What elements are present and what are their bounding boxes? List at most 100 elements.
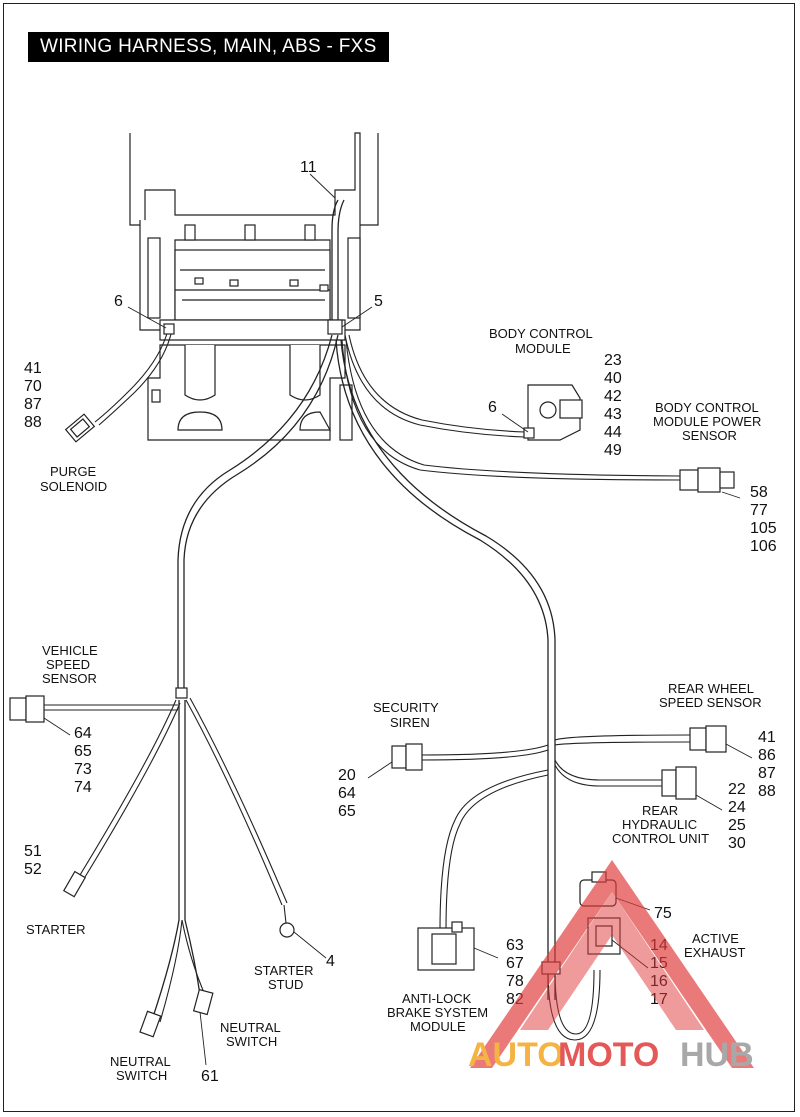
callout-bcm-clip-6: 6 bbox=[488, 399, 497, 416]
svg-text:PURGE: PURGE bbox=[50, 464, 97, 479]
svg-text:106: 106 bbox=[750, 538, 777, 555]
svg-text:40: 40 bbox=[604, 370, 622, 387]
svg-text:49: 49 bbox=[604, 442, 622, 459]
starter-stud-number: 4 bbox=[326, 953, 335, 970]
svg-text:87: 87 bbox=[24, 396, 42, 413]
svg-text:MODULE: MODULE bbox=[410, 1019, 466, 1034]
rear-wheel-speed-sensor-label: REAR WHEEL SPEED SENSOR bbox=[659, 681, 762, 710]
svg-text:BODY CONTROL: BODY CONTROL bbox=[655, 400, 759, 415]
svg-text:65: 65 bbox=[74, 743, 92, 760]
callout-clip-5: 5 bbox=[374, 293, 383, 310]
svg-text:VEHICLE: VEHICLE bbox=[42, 643, 98, 658]
svg-text:67: 67 bbox=[506, 955, 524, 972]
svg-text:HYDRAULIC: HYDRAULIC bbox=[622, 817, 697, 832]
purge-solenoid-label: PURGE SOLENOID bbox=[40, 464, 107, 494]
svg-text:SWITCH: SWITCH bbox=[116, 1068, 167, 1083]
svg-text:88: 88 bbox=[24, 414, 42, 431]
svg-text:74: 74 bbox=[74, 779, 92, 796]
svg-text:23: 23 bbox=[604, 352, 622, 369]
clip-right-5 bbox=[327, 319, 343, 335]
watermark-auto: AUTO bbox=[468, 1036, 564, 1074]
bcm-numbers: 23 40 42 43 44 49 bbox=[604, 352, 622, 459]
svg-text:41: 41 bbox=[24, 360, 42, 377]
abs-module-label: ANTI-LOCK BRAKE SYSTEM MODULE bbox=[387, 991, 488, 1034]
vehicle-speed-sensor-label: VEHICLE SPEED SENSOR bbox=[42, 643, 98, 686]
svg-text:25: 25 bbox=[728, 817, 746, 834]
svg-text:ACTIVE: ACTIVE bbox=[692, 931, 739, 946]
svg-text:24: 24 bbox=[728, 799, 746, 816]
svg-text:NEUTRAL: NEUTRAL bbox=[110, 1054, 171, 1069]
purge-numbers: 41 70 87 88 bbox=[24, 360, 42, 431]
exhaust-top-number: 75 bbox=[654, 905, 672, 922]
starter-stud-label: STARTER STUD bbox=[254, 963, 313, 992]
harness-wires bbox=[42, 199, 691, 1041]
starter-numbers: 51 52 bbox=[24, 843, 42, 878]
svg-text:20: 20 bbox=[338, 767, 356, 784]
neutral-switch-terminal-left bbox=[139, 1010, 162, 1038]
callout-clip-6: 6 bbox=[114, 293, 123, 310]
svg-text:64: 64 bbox=[338, 785, 356, 802]
neutral-switch-number: 61 bbox=[201, 1068, 219, 1085]
svg-text:78: 78 bbox=[506, 973, 524, 990]
svg-text:73: 73 bbox=[74, 761, 92, 778]
vehicle-speed-sensor-connector bbox=[9, 695, 45, 723]
svg-text:SOLENOID: SOLENOID bbox=[40, 479, 107, 494]
svg-text:52: 52 bbox=[24, 861, 42, 878]
neutral-switch-right-label: NEUTRAL SWITCH bbox=[220, 1020, 281, 1049]
body-control-module-label: BODY CONTROL MODULE bbox=[489, 326, 593, 356]
security-siren-label: SECURITY SIREN bbox=[373, 700, 439, 730]
svg-text:51: 51 bbox=[24, 843, 42, 860]
svg-text:SECURITY: SECURITY bbox=[373, 700, 439, 715]
svg-text:MODULE POWER: MODULE POWER bbox=[653, 414, 761, 429]
rear-hcu-connector bbox=[661, 766, 697, 800]
svg-text:22: 22 bbox=[728, 781, 746, 798]
bcm-power-sensor-label: BODY CONTROL MODULE POWER SENSOR bbox=[653, 400, 761, 443]
svg-text:42: 42 bbox=[604, 388, 622, 405]
svg-text:63: 63 bbox=[506, 937, 524, 954]
rear-wheel-sensor-connector bbox=[689, 725, 727, 753]
svg-text:70: 70 bbox=[24, 378, 42, 395]
starter-connector bbox=[62, 870, 87, 898]
neutral-switch-terminal-right bbox=[192, 988, 214, 1016]
page-title: WIRING HARNESS, MAIN, ABS - FXS bbox=[28, 32, 389, 62]
clip-left-6 bbox=[163, 323, 175, 335]
svg-text:41: 41 bbox=[758, 729, 776, 746]
vss-numbers: 64 65 73 74 bbox=[74, 725, 92, 796]
abs-numbers: 63 67 78 82 bbox=[506, 937, 524, 1008]
bcm-power-sensor-connector bbox=[679, 467, 735, 493]
drawing-border bbox=[3, 3, 795, 1112]
starter-label: STARTER bbox=[26, 922, 85, 937]
svg-text:65: 65 bbox=[338, 803, 356, 820]
svg-text:SWITCH: SWITCH bbox=[226, 1034, 277, 1049]
purge-solenoid-connector bbox=[64, 413, 96, 443]
svg-text:BRAKE SYSTEM: BRAKE SYSTEM bbox=[387, 1005, 488, 1020]
harness-tie bbox=[175, 687, 188, 699]
svg-text:CONTROL UNIT: CONTROL UNIT bbox=[612, 831, 709, 846]
svg-text:64: 64 bbox=[74, 725, 92, 742]
callout-harness-11: 11 bbox=[300, 159, 317, 176]
watermark-hub: HUB bbox=[680, 1036, 754, 1074]
rear-hcu-label: REAR HYDRAULIC CONTROL UNIT bbox=[612, 803, 709, 846]
svg-text:SIREN: SIREN bbox=[390, 715, 430, 730]
svg-text:58: 58 bbox=[750, 484, 768, 501]
svg-text:SENSOR: SENSOR bbox=[42, 671, 97, 686]
svg-text:86: 86 bbox=[758, 747, 776, 764]
svg-text:77: 77 bbox=[750, 502, 768, 519]
svg-text:EXHAUST: EXHAUST bbox=[684, 945, 745, 960]
bcm-power-numbers: 58 77 105 106 bbox=[750, 484, 777, 555]
security-siren-connector bbox=[391, 743, 423, 771]
svg-text:REAR WHEEL: REAR WHEEL bbox=[668, 681, 754, 696]
frame-structure bbox=[129, 132, 379, 441]
svg-text:105: 105 bbox=[750, 520, 777, 537]
svg-text:44: 44 bbox=[604, 424, 622, 441]
component-labels: 11 6 5 6 41 70 87 88 PURGE SOLENOID BODY… bbox=[24, 159, 777, 1085]
body-control-module-part bbox=[523, 384, 583, 441]
svg-text:NEUTRAL: NEUTRAL bbox=[220, 1020, 281, 1035]
svg-text:SPEED: SPEED bbox=[46, 657, 90, 672]
svg-text:SPEED SENSOR: SPEED SENSOR bbox=[659, 695, 762, 710]
neutral-switch-left-label: NEUTRAL SWITCH bbox=[110, 1054, 171, 1083]
rear-hcu-numbers: 22 24 25 30 bbox=[728, 781, 746, 852]
svg-text:30: 30 bbox=[728, 835, 746, 852]
svg-text:SENSOR: SENSOR bbox=[682, 428, 737, 443]
